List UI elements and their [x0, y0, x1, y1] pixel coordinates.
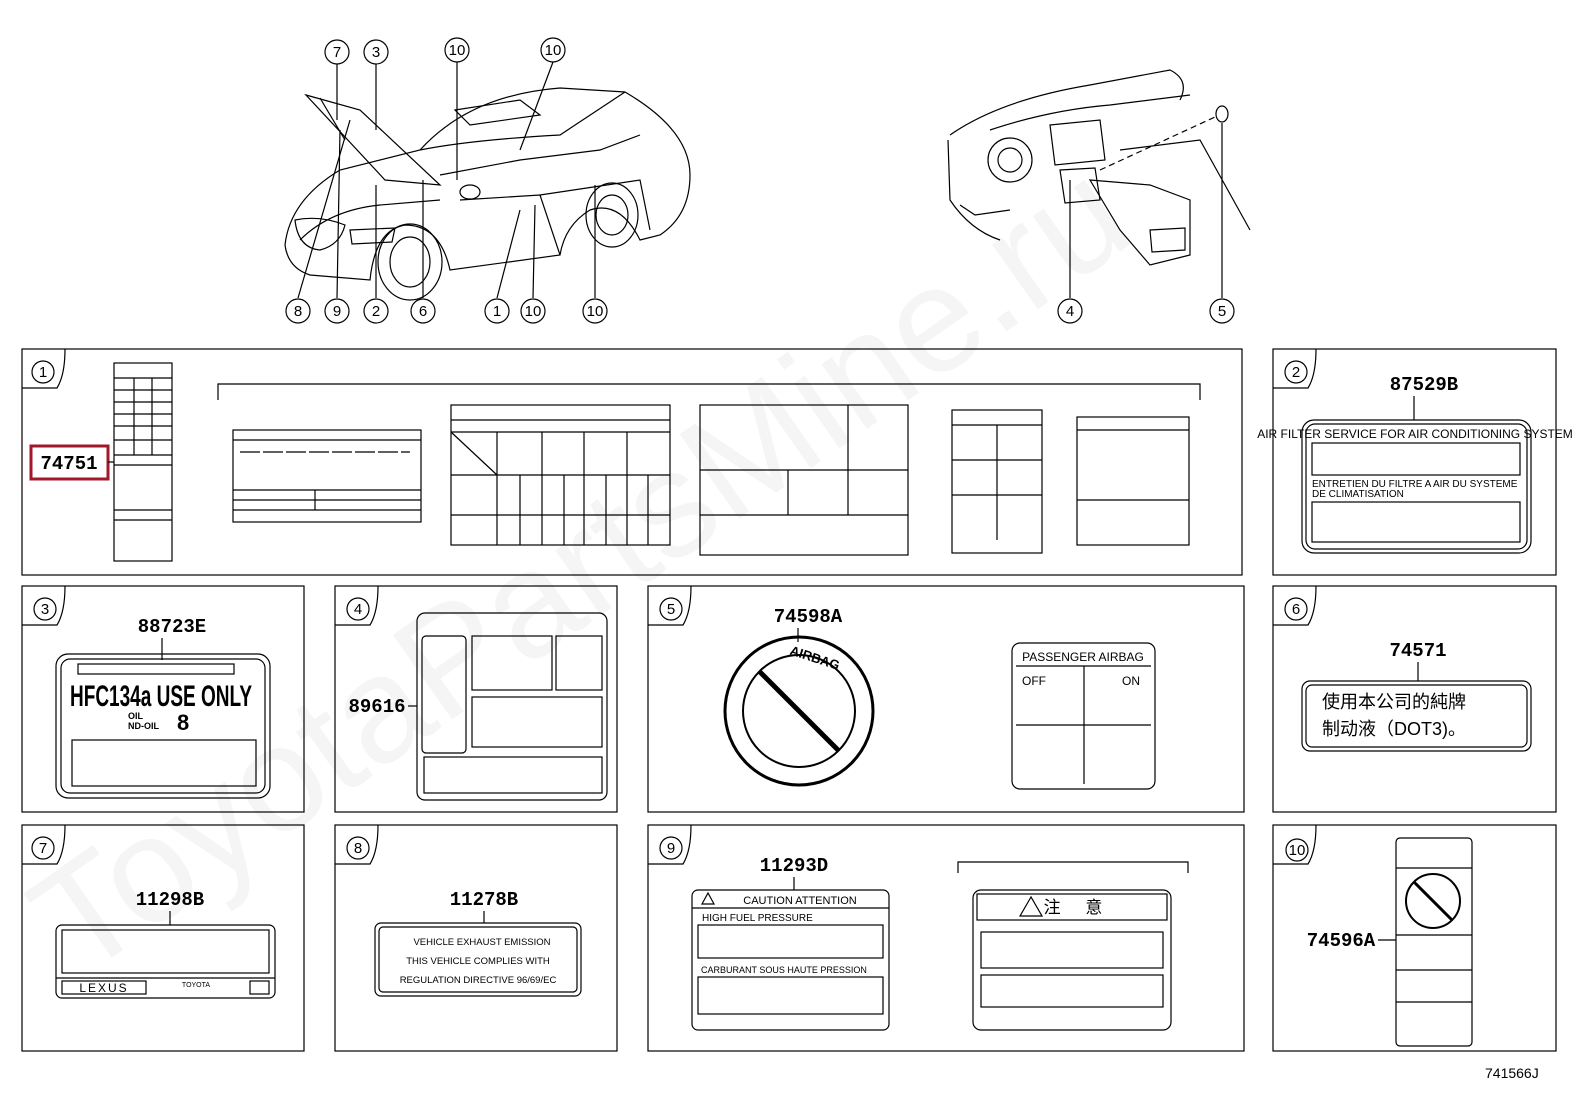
svg-text:ON: ON: [1122, 674, 1140, 688]
svg-text:VEHICLE EXHAUST EMISSION: VEHICLE EXHAUST EMISSION: [413, 937, 550, 948]
svg-text:2: 2: [1292, 364, 1300, 381]
svg-text:LEXUS: LEXUS: [79, 981, 128, 995]
panel-2: 2 87529B AIR FILTER SERVICE FOR AIR COND…: [1257, 348, 1573, 576]
panel-5: 5 74598A AIRBAG PASSENGER AIRBAG OFF ON: [647, 585, 1245, 813]
svg-text:8: 8: [177, 710, 189, 735]
panel-7: 7 11298B LEXUS TOYOTA: [21, 824, 305, 1052]
svg-text:注 意: 注 意: [1044, 898, 1113, 917]
svg-text:制动液（DOT3)。: 制动液（DOT3)。: [1322, 719, 1466, 739]
part-number-89616[interactable]: 89616: [348, 696, 405, 718]
svg-text:TOYOTA: TOYOTA: [182, 982, 210, 989]
panel-10: 10 74596A: [1272, 824, 1557, 1052]
car-callouts: 7 3 10 10 8 9 2 6 1 10 10: [285, 37, 608, 324]
svg-text:7: 7: [39, 840, 47, 857]
svg-text:DE CLIMATISATION: DE CLIMATISATION: [1312, 489, 1404, 500]
svg-text:1: 1: [39, 364, 47, 381]
panel-3: 3 88723E HFC134a USE ONLY OIL ND-OIL 8: [21, 585, 305, 813]
svg-text:ENTRETIEN DU FILTRE A AIR DU S: ENTRETIEN DU FILTRE A AIR DU SYSTEME: [1312, 479, 1518, 490]
svg-text:2: 2: [372, 303, 380, 320]
svg-text:9: 9: [333, 303, 341, 320]
interior-illustration: [947, 69, 1251, 298]
interior-callouts: 4 5: [1057, 298, 1235, 324]
svg-text:1: 1: [493, 303, 501, 320]
svg-text:9: 9: [667, 840, 675, 857]
svg-text:3: 3: [41, 601, 49, 618]
diagram-code: 741566J: [1485, 1065, 1539, 1081]
svg-text:10: 10: [525, 303, 542, 320]
svg-text:10: 10: [545, 42, 562, 59]
svg-text:OIL: OIL: [128, 711, 144, 721]
panel-6: 6 74571 使用本公司的純牌 制动液（DOT3)。: [1272, 585, 1557, 813]
svg-text:4: 4: [354, 601, 362, 618]
svg-text:6: 6: [419, 303, 427, 320]
part-number-87529b[interactable]: 87529B: [1390, 374, 1458, 396]
svg-text:使用本公司的純牌: 使用本公司的純牌: [1322, 692, 1466, 712]
car-exterior-illustration: [284, 61, 691, 301]
svg-text:PASSENGER AIRBAG: PASSENGER AIRBAG: [1022, 650, 1144, 664]
part-number-11293d[interactable]: 11293D: [760, 855, 828, 877]
watermark: ToyotaPartsMine.ru: [2, 127, 1157, 1006]
svg-text:REGULATION DIRECTIVE 96/69/EC: REGULATION DIRECTIVE 96/69/EC: [400, 975, 557, 986]
part-number-74571[interactable]: 74571: [1389, 640, 1446, 662]
svg-text:8: 8: [354, 840, 362, 857]
svg-text:CAUTION ATTENTION: CAUTION ATTENTION: [743, 895, 857, 907]
svg-text:HFC134a USE ONLY: HFC134a USE ONLY: [70, 680, 252, 713]
svg-text:AIR FILTER SERVICE FOR AIR CON: AIR FILTER SERVICE FOR AIR CONDITIONING …: [1257, 427, 1573, 441]
svg-text:10: 10: [587, 303, 604, 320]
svg-text:7: 7: [333, 44, 341, 61]
svg-text:4: 4: [1066, 303, 1074, 320]
panel-8: 8 11278B VEHICLE EXHAUST EMISSION THIS V…: [334, 824, 618, 1052]
svg-text:8: 8: [294, 303, 302, 320]
svg-text:5: 5: [1218, 303, 1226, 320]
svg-text:10: 10: [1289, 842, 1306, 859]
svg-text:6: 6: [1292, 601, 1300, 618]
svg-text:ND-OIL: ND-OIL: [128, 721, 159, 731]
svg-text:CARBURANT SOUS HAUTE PRESSI: CARBURANT SOUS HAUTE PRESSION: [701, 965, 867, 975]
panel-9: 9 11293D CAUTION ATTENTION HIGH FUEL PRE…: [647, 824, 1245, 1052]
svg-text:10: 10: [449, 42, 466, 59]
panel-1: 1 74751: [21, 348, 1243, 576]
part-number-74598a[interactable]: 74598A: [774, 606, 843, 628]
part-number-11278b[interactable]: 11278B: [450, 889, 518, 911]
svg-text:HIGH FUEL PRESSURE: HIGH FUEL PRESSURE: [702, 913, 813, 924]
panel-4: 4 89616: [334, 585, 618, 813]
svg-text:3: 3: [372, 44, 380, 61]
part-number-74751[interactable]: 74751: [40, 453, 97, 475]
part-number-11298b[interactable]: 11298B: [136, 889, 204, 911]
svg-text:THIS VEHICLE COMPLIES WITH: THIS VEHICLE COMPLIES WITH: [406, 956, 550, 967]
part-number-88723e[interactable]: 88723E: [138, 616, 206, 638]
part-number-74596a[interactable]: 74596A: [1307, 930, 1376, 952]
svg-text:OFF: OFF: [1022, 674, 1046, 688]
svg-text:5: 5: [667, 601, 675, 618]
